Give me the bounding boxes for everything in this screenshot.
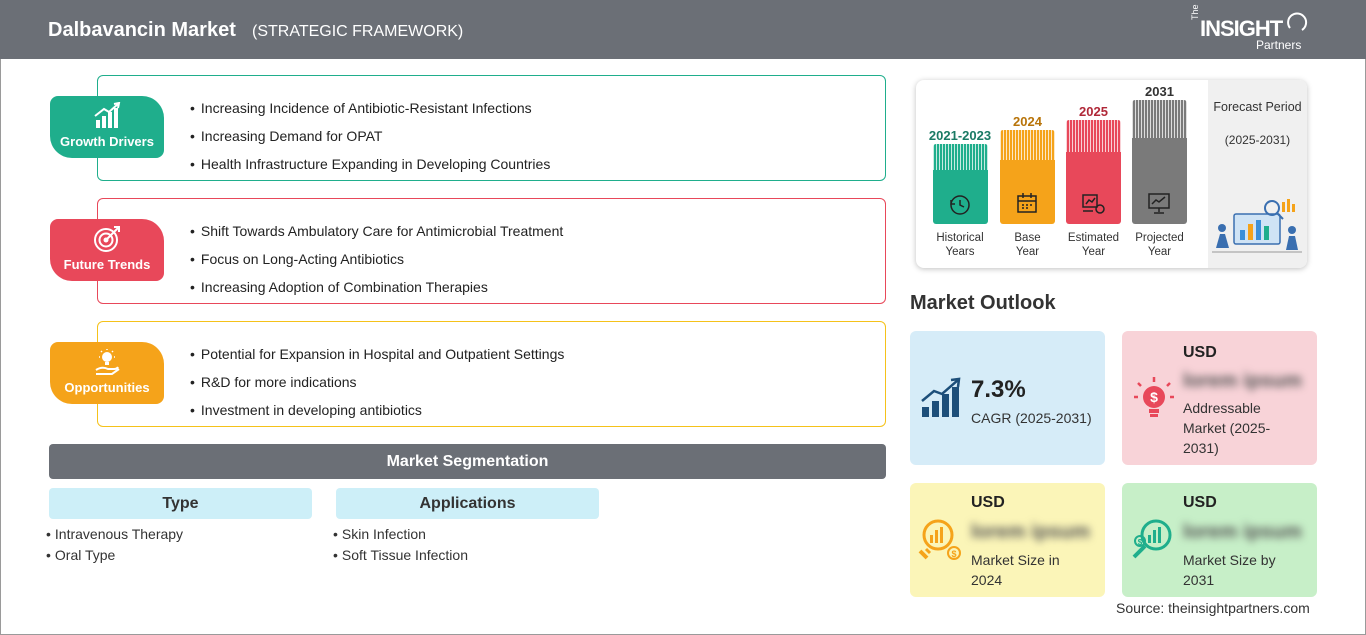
list-item: Soft Tissue Infection — [333, 545, 468, 566]
estimate-icon — [1082, 194, 1105, 214]
year-historical: 2021-2023 — [928, 128, 992, 143]
opportunities-list: Potential for Expansion in Hospital and … — [190, 340, 564, 424]
future-trends-list: Shift Towards Ambulatory Care for Antimi… — [190, 217, 563, 301]
money-bulb-icon: $ — [1134, 377, 1174, 417]
bar-base — [1000, 130, 1055, 224]
future-trends-box: Shift Towards Ambulatory Care for Antimi… — [97, 198, 886, 304]
label-line: Year — [1015, 246, 1040, 258]
lightbulb-hand-icon — [50, 348, 164, 381]
year-estimated: 2025 — [1079, 104, 1108, 119]
label-line: Base — [1014, 232, 1041, 244]
list-item: Intravenous Therapy — [46, 524, 183, 545]
list-item: R&D for more indications — [190, 368, 564, 396]
insight-partners-logo[interactable]: The INSIGHT Partners — [1190, 4, 1310, 54]
list-item: Increasing Incidence of Antibiotic-Resis… — [190, 94, 550, 122]
list-item: Health Infrastructure Expanding in Devel… — [190, 150, 550, 178]
forecast-period-title: Forecast Period — [1213, 100, 1302, 114]
logo-arc-icon — [1287, 12, 1308, 31]
opportunities-badge: Opportunities — [50, 342, 164, 404]
market-segmentation-header: Market Segmentation — [49, 444, 886, 479]
history-icon — [950, 195, 970, 215]
growth-drivers-badge: Growth Drivers — [50, 96, 164, 158]
list-item: Oral Type — [46, 545, 183, 566]
logo-partners: Partners — [1256, 38, 1302, 52]
size-2024-label: Market Size in 2024 — [971, 552, 1060, 588]
segment-list-type: Intravenous Therapy Oral Type — [46, 524, 183, 566]
market-size-2031-card: $ USD lorem ipsum Market Size by 2031 — [1122, 483, 1317, 597]
analytics-people-icon — [1212, 199, 1302, 253]
size-2024-currency: USD — [971, 494, 1005, 511]
growth-drivers-list: Increasing Incidence of Antibiotic-Resis… — [190, 94, 550, 178]
bar-historical — [933, 144, 988, 224]
cagr-value: 7.3% — [971, 376, 1026, 403]
calendar-icon — [1017, 193, 1037, 213]
timeline-card: 2021-2023 Historical Years 2024 Base Yea… — [916, 80, 1307, 268]
cagr-card: 7.3% CAGR (2025-2031) — [910, 331, 1105, 465]
label-line: Year — [1081, 246, 1106, 258]
list-item: Focus on Long-Acting Antibiotics — [190, 245, 563, 273]
bar-projected — [1132, 100, 1187, 224]
bar-estimated — [1066, 120, 1121, 224]
segment-heading-type: Type — [49, 488, 312, 519]
projection-icon — [1148, 193, 1170, 214]
list-item: Increasing Demand for OPAT — [190, 122, 550, 150]
market-outlook-title: Market Outlook — [910, 292, 1056, 314]
magnifier-chart-icon: $ — [918, 519, 961, 560]
label-line: Years — [945, 246, 975, 258]
segment-list-applications: Skin Infection Soft Tissue Infection — [333, 524, 468, 566]
list-item: Skin Infection — [333, 524, 468, 545]
svg-text:$: $ — [951, 549, 956, 559]
label-base: Base Year — [1000, 231, 1055, 259]
logo-brand: INSIGHT — [1200, 16, 1283, 41]
addressable-value: lorem ipsum — [1183, 370, 1302, 392]
svg-text:$: $ — [1138, 538, 1143, 547]
label-line: Historical — [936, 232, 984, 244]
addressable-market-card: $ USD lorem ipsum Addressable Market (20… — [1122, 331, 1317, 465]
list-item: Investment in developing antibiotics — [190, 396, 564, 424]
size-2031-value: lorem ipsum — [1183, 521, 1302, 543]
year-base: 2024 — [1013, 114, 1042, 129]
source-note: Source: theinsightpartners.com — [1116, 600, 1310, 616]
label-line: Estimated — [1067, 232, 1120, 244]
year-projected: 2031 — [1145, 84, 1174, 99]
page-title: Dalbavancin Market — [48, 19, 236, 41]
size-2031-label: Market Size by 2031 — [1183, 552, 1276, 588]
opportunities-label: Opportunities — [64, 380, 150, 395]
future-trends-label: Future Trends — [63, 257, 151, 272]
addressable-label: Addressable Market (2025-2031) — [1183, 400, 1271, 456]
growth-chart-icon — [50, 101, 164, 135]
page-subtitle: (STRATEGIC FRAMEWORK) — [252, 23, 464, 40]
list-item: Shift Towards Ambulatory Care for Antimi… — [190, 217, 563, 245]
opportunities-box: Potential for Expansion in Hospital and … — [97, 321, 886, 427]
growth-drivers-label: Growth Drivers — [60, 134, 154, 149]
size-2024-value: lorem ipsum — [971, 521, 1090, 543]
list-item: Increasing Adoption of Combination Thera… — [190, 273, 563, 301]
forecast-period-range: (2025-2031) — [1224, 133, 1291, 147]
label-projected: Projected Year — [1126, 231, 1193, 259]
svg-text:$: $ — [1150, 389, 1158, 405]
magnifier-chart-icon: $ — [1132, 519, 1172, 559]
size-2031-currency: USD — [1183, 494, 1217, 511]
growth-drivers-box: Increasing Incidence of Antibiotic-Resis… — [97, 75, 886, 181]
label-historical: Historical Years — [924, 231, 996, 259]
list-item: Potential for Expansion in Hospital and … — [190, 340, 564, 368]
logo-the: The — [1190, 4, 1200, 20]
cagr-label: CAGR (2025-2031) — [971, 410, 1092, 426]
future-trends-badge: Future Trends — [50, 219, 164, 281]
segment-heading-applications: Applications — [336, 488, 599, 519]
addressable-currency: USD — [1183, 344, 1217, 361]
label-line: Year — [1147, 246, 1172, 258]
target-icon — [50, 225, 164, 258]
label-line: Projected — [1135, 232, 1184, 244]
market-size-2024-card: $ USD lorem ipsum Market Size in 2024 — [910, 483, 1105, 597]
header-bar: Dalbavancin Market (STRATEGIC FRAMEWORK)… — [0, 0, 1366, 59]
growth-chart-icon — [921, 377, 961, 417]
label-estimated: Estimated Year — [1060, 231, 1127, 259]
